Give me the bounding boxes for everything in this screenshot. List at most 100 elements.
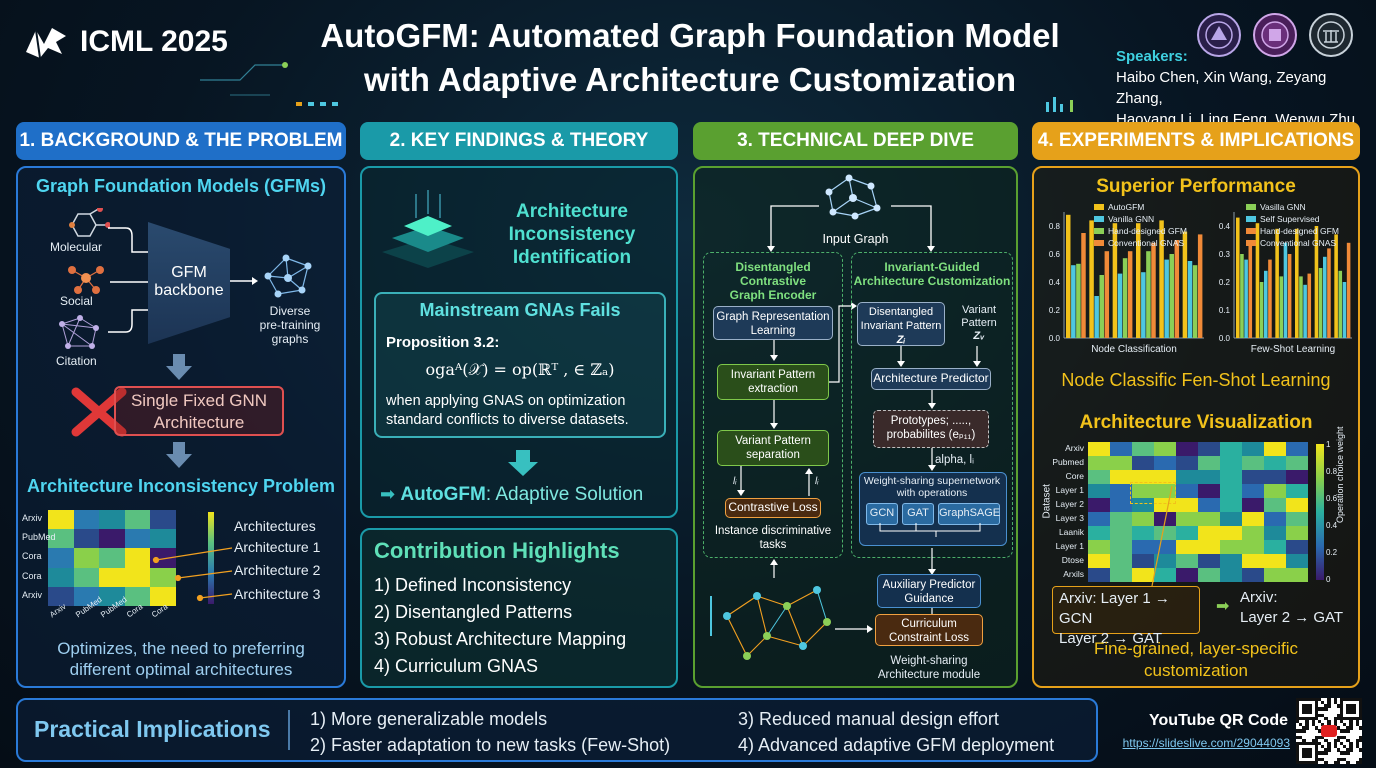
chart-bar — [1244, 259, 1248, 338]
qr-module — [1333, 716, 1338, 721]
qr-module — [1311, 760, 1316, 765]
chart-bar — [1279, 276, 1284, 338]
chart-bar — [1071, 265, 1076, 338]
chart-bar — [1255, 223, 1260, 338]
qr-module — [1358, 698, 1363, 702]
heatmap-cell — [73, 548, 100, 568]
qr-module — [1311, 716, 1316, 721]
av-heatmap-cell — [1242, 442, 1264, 456]
qr-module — [1299, 723, 1303, 727]
chart-bar — [1323, 256, 1327, 338]
qr-module — [1321, 701, 1325, 705]
qr-module — [1321, 751, 1325, 755]
qr-module — [1302, 710, 1306, 714]
av-cbar-label: Operation choice weight — [1335, 426, 1345, 523]
dots-decoration — [296, 102, 338, 106]
social-label: Social — [60, 294, 93, 308]
qr-module — [1308, 751, 1312, 755]
qr-module — [1340, 698, 1344, 702]
architecture-visualization-title: Architecture Visualization — [1079, 412, 1313, 433]
qr-module — [1349, 716, 1353, 721]
chart-legend-swatch — [1246, 240, 1256, 246]
chart-bar — [1240, 254, 1244, 338]
qr-module — [1314, 701, 1319, 705]
av-heatmap-cell — [1088, 554, 1110, 568]
qr-module — [1349, 707, 1353, 711]
implications-title: Practical Implications — [34, 716, 271, 742]
av-cbar-tick: 0.8 — [1326, 467, 1338, 476]
qr-module — [1299, 716, 1303, 721]
qr-module — [1311, 723, 1316, 727]
qr-module — [1296, 754, 1300, 758]
qr-module — [1296, 707, 1300, 711]
qr-module — [1358, 726, 1363, 730]
qr-module — [1324, 748, 1328, 752]
qr-module — [1346, 716, 1350, 721]
qr-module — [1343, 723, 1347, 727]
qr-code-icon[interactable] — [1296, 698, 1363, 765]
chart-tick-label: 0.8 — [1049, 222, 1061, 231]
input-split-arrows-icon — [767, 205, 935, 252]
qr-module — [1349, 726, 1353, 730]
qr-module — [1305, 754, 1309, 758]
qr-module — [1296, 751, 1300, 755]
qr-module — [1318, 707, 1322, 711]
qr-module — [1305, 698, 1309, 702]
av-ylabel-text: Dataset — [1041, 484, 1053, 519]
chart-bar — [1136, 223, 1141, 338]
qr-module — [1296, 735, 1300, 740]
qr-module — [1340, 707, 1344, 711]
av-heatmap-cell — [1176, 456, 1198, 470]
av-colorbar — [1316, 444, 1324, 580]
av-heatmap-cell — [1264, 554, 1286, 568]
av-heatmap-cell — [1110, 526, 1132, 540]
lv-label: lᵢ — [815, 476, 819, 487]
qr-module — [1314, 748, 1319, 752]
chart-legend-swatch — [1094, 216, 1104, 222]
heatmap-row-label: Cora — [22, 551, 42, 562]
qr-module — [1358, 707, 1363, 711]
av-heatmap-cell — [1176, 554, 1198, 568]
instance-graph-icon — [710, 586, 831, 660]
av-heatmap-cell — [1198, 512, 1220, 526]
qr-module — [1327, 745, 1331, 749]
qr-module — [1324, 707, 1328, 711]
speakers-block: Speakers: Haibo Chen, Xin Wang, Zeyang Z… — [1116, 46, 1372, 130]
chart-bar — [1197, 234, 1203, 338]
qr-module — [1336, 735, 1341, 740]
speakers-line-1: Haibo Chen, Xin Wang, Zeyang Zhang, — [1116, 69, 1327, 107]
heatmap-cell — [124, 529, 151, 549]
av-heatmap-cell — [1286, 554, 1308, 568]
qr-module — [1336, 716, 1341, 721]
qr-module — [1336, 726, 1341, 730]
architecture-heatmap — [1088, 442, 1308, 582]
heatmap-cell — [150, 586, 176, 606]
av-heatmap-cell — [1198, 540, 1220, 554]
av-heatmap-cell — [1110, 540, 1132, 554]
backbone-arrow-icon — [230, 277, 258, 285]
av-heatmap-cell — [1088, 540, 1110, 554]
chart-legend-swatch — [1094, 204, 1104, 210]
qr-module — [1340, 701, 1344, 705]
chart-legend-label: Vasilla GNN — [1260, 202, 1306, 212]
heatmap-cell — [99, 548, 125, 568]
qr-module — [1355, 723, 1360, 727]
qr-link[interactable]: https://slideslive.com/29044093 — [1122, 736, 1290, 750]
qr-module — [1308, 742, 1312, 746]
qr-module — [1302, 748, 1306, 752]
qr-module — [1296, 760, 1300, 765]
qr-module — [1296, 710, 1300, 714]
qr-module — [1343, 745, 1347, 749]
heatmap-cell — [48, 586, 74, 606]
av-row-label: Laanik — [1058, 527, 1084, 537]
circuit-decoration-icon — [200, 62, 288, 96]
qr-module — [1314, 745, 1319, 749]
qr-module — [1352, 698, 1356, 702]
chart-tick-label: 0.4 — [1049, 278, 1061, 287]
chart-bar — [1283, 242, 1288, 338]
qr-module — [1318, 742, 1322, 746]
qr-module — [1349, 742, 1353, 746]
